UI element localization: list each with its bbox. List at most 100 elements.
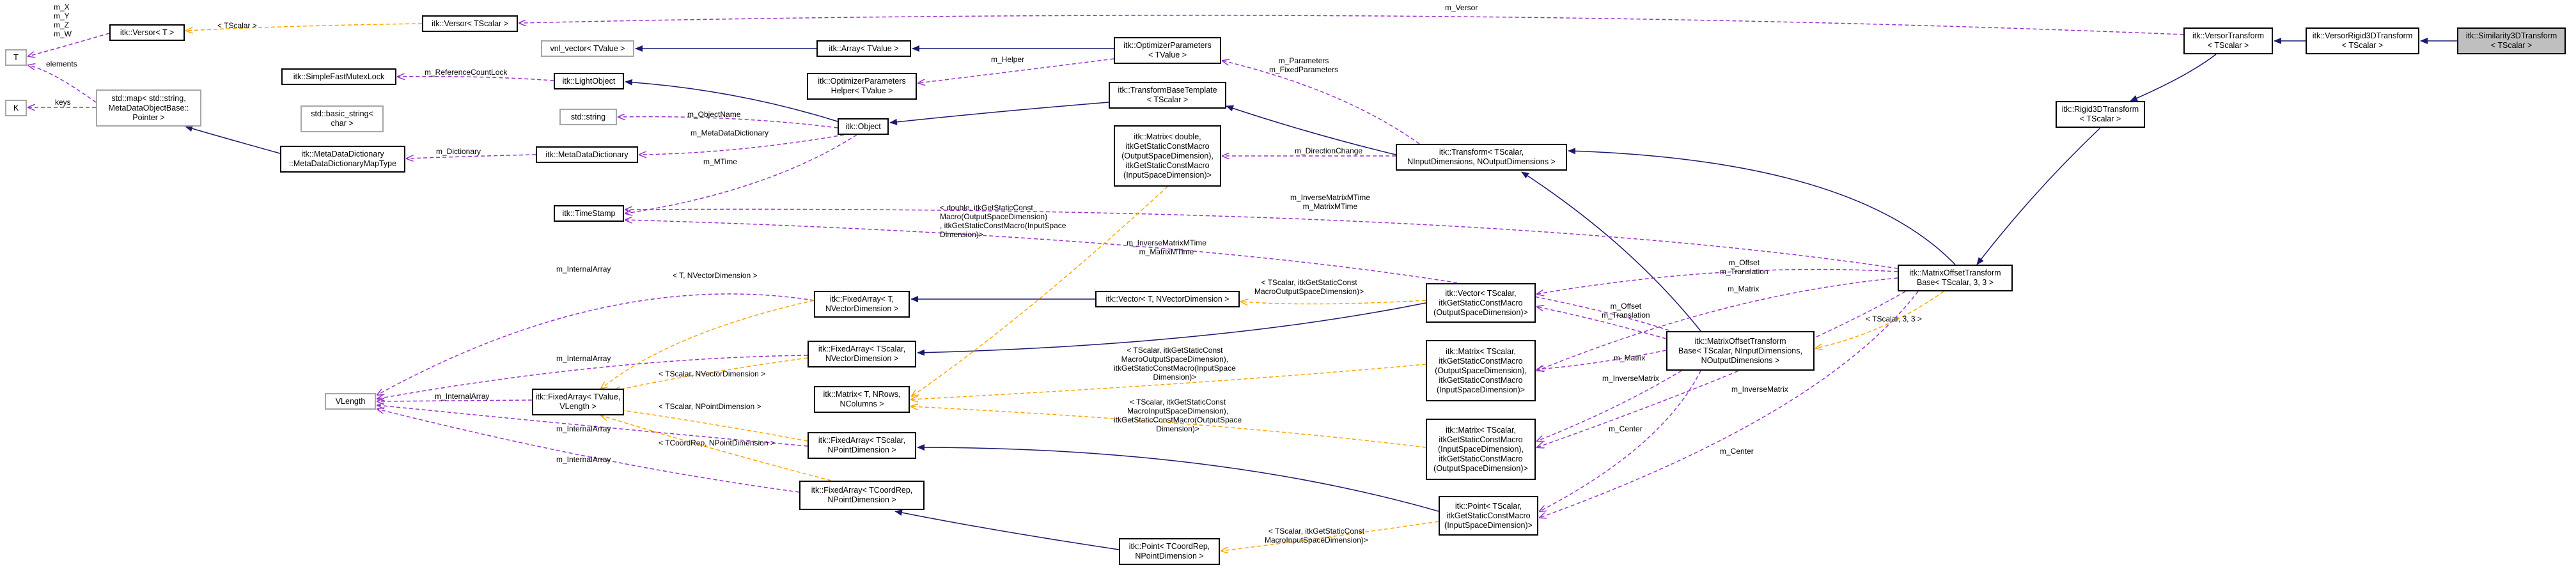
node-k[interactable]: K: [5, 100, 27, 116]
node-std-basic-string[interactable]: std::basic_string< char >: [301, 105, 384, 132]
node-versor-transform[interactable]: itk::VersorTransform < TScalar >: [2183, 27, 2273, 54]
node-label-line: (InputSpaceDimension)>: [1444, 520, 1533, 530]
node-versor-t[interactable]: itk::Versor< T >: [109, 24, 185, 41]
node-optimizer-parameters-helper[interactable]: itk::OptimizerParameters Helper< TValue …: [807, 73, 917, 100]
edge-tscalar-versor: [186, 23, 423, 31]
node-matrix-double[interactable]: itk::Matrix< double, itkGetStaticConstMa…: [1114, 125, 1221, 187]
node-label-line: NPointDimension >: [1135, 552, 1204, 560]
edge-label-line: m_InverseMatrix: [1602, 374, 1659, 383]
node-rigid3d-transform[interactable]: itk::Rigid3DTransform < TScalar >: [2056, 101, 2145, 128]
node-versor-rigid3d-transform[interactable]: itk::VersorRigid3DTransform < TScalar >: [2306, 27, 2419, 54]
node-fixed-array-tscalar-npoint[interactable]: itk::FixedArray< TScalar, NPointDimensio…: [808, 432, 916, 459]
node-label-line: itk::VersorTransform: [2192, 31, 2265, 40]
node-light-object[interactable]: itk::LightObject: [554, 73, 624, 89]
node-vnl-vector[interactable]: vnl_vector< TValue >: [541, 40, 634, 57]
edge-m-internal-array-1: [377, 293, 815, 395]
node-vector-t[interactable]: itk::Vector< T, NVectorDimension >: [1095, 291, 1240, 307]
edge-label-line: keys: [55, 98, 71, 107]
edge-label-line: m_W: [54, 29, 72, 38]
node-label-line: std::basic_string<: [311, 109, 373, 118]
edge-label-line: m_Matrix: [1728, 284, 1760, 293]
node-optimizer-parameters[interactable]: itk::OptimizerParameters < TValue >: [1114, 37, 1221, 64]
node-time-stamp[interactable]: itk::TimeStamp: [554, 205, 624, 222]
node-std-string[interactable]: std::string: [559, 109, 617, 125]
edge-tscalar-3-3: [1816, 291, 1944, 348]
edge-m-meta-data-dictionary: [639, 134, 845, 155]
node-fixed-array-tvalue[interactable]: itk::FixedArray< TValue, VLength >: [532, 389, 624, 415]
node-label-line: < TScalar >: [1146, 95, 1189, 104]
edge-label-keys: keys: [55, 98, 71, 107]
node-metadata-dictionary-map-type[interactable]: itk::MetaDataDictionary ::MetaDataDictio…: [280, 146, 405, 173]
edge-m-inverse-matrix-mtime-top: [625, 209, 1898, 269]
edge-label-line: < TCoordRep, NPointDimension >: [659, 438, 775, 447]
node-label-line: NVectorDimension >: [825, 354, 899, 363]
edge-vector-tscalar-from-fixed-array: [917, 302, 1426, 356]
node-vlength[interactable]: VLength: [325, 393, 376, 410]
node-label-line: VLength: [335, 396, 366, 406]
edge-label-line: < TScalar, itkGetStaticConst: [1261, 278, 1357, 287]
node-array-tvalue[interactable]: itk::Array< TValue >: [816, 40, 911, 57]
node-similarity3d-transform[interactable]: itk::Similarity3DTransform < TScalar >: [2457, 27, 2566, 54]
node-itk-transform[interactable]: itk::Transform< TScalar, NInputDimension…: [1396, 144, 1567, 171]
edge-tscalar-nvector: [614, 357, 808, 391]
node-itk-object[interactable]: itk::Object: [838, 118, 889, 135]
edge-tscalar-in-space: [1221, 521, 1439, 551]
node-versor-tscalar[interactable]: itk::Versor< TScalar >: [422, 15, 518, 32]
edge-label-m-xyzw: m_X m_Y m_Z m_W: [54, 3, 72, 38]
node-label-line: itk::FixedArray< TValue,: [535, 392, 621, 401]
node-point-tcoordrep[interactable]: itk::Point< TCoordRep, NPointDimension >: [1119, 538, 1220, 565]
node-label-line: itk::TimeStamp: [562, 208, 616, 218]
edge-label-m-inverse-matrix-1: m_InverseMatrix: [1602, 374, 1659, 383]
node-label-line: (OutputSpaceDimension),: [1435, 366, 1527, 375]
node-fixed-array-tcoordrep[interactable]: itk::FixedArray< TCoordRep, NPointDimens…: [799, 481, 925, 510]
node-matrix-t-nrows[interactable]: itk::Matrix< T, NRows, NColumns >: [814, 386, 910, 413]
node-metadata-dictionary[interactable]: itk::MetaDataDictionary: [536, 146, 638, 163]
node-label-line: itk::Object: [845, 121, 881, 131]
edge-t-nvector: [601, 300, 815, 389]
node-label-line: Pointer >: [132, 112, 165, 122]
node-label-line: itkGetStaticConstMacro: [1439, 298, 1523, 307]
edge-versor-transform-from-rigid3d: [2130, 54, 2217, 102]
node-label-line: Base< TScalar, 3, 3 >: [1917, 278, 1994, 287]
node-label-line: itk::MatrixOffsetTransform: [1909, 268, 2001, 277]
edge-label-line: m_Parameters: [1278, 56, 1329, 65]
edge-m-matrix-2: [1537, 350, 1667, 369]
node-matrix-offset-transform-base-generic[interactable]: itk::MatrixOffsetTransform Base< TScalar…: [1666, 331, 1815, 371]
node-matrix-tscalar-out-in[interactable]: itk::Matrix< TScalar, itkGetStaticConstM…: [1426, 340, 1536, 401]
node-label-line: (InputSpaceDimension),: [1437, 444, 1524, 454]
edge-label-line: m_InternalArray: [556, 424, 611, 433]
node-label-line: (OutputSpaceDimension)>: [1433, 463, 1528, 473]
node-label-line: (OutputSpaceDimension),: [1121, 151, 1214, 160]
edge-label-line: m_Z: [54, 20, 69, 29]
node-std-map[interactable]: std::map< std::string, MetaDataObjectBas…: [96, 89, 201, 127]
edge-rigid3d-from-mot-base: [1976, 127, 2101, 265]
edge-label-line: Dimension)>: [1153, 373, 1197, 382]
edge-label-line: m_Helper: [991, 55, 1025, 64]
node-label-line: Base< TScalar, NInputDimensions,: [1678, 346, 1802, 355]
edge-label-t-nvector: < T, NVectorDimension >: [673, 271, 758, 280]
edge-label-line: m_InverseMatrix: [1731, 385, 1788, 394]
node-label-line: itk::OptimizerParameters: [1123, 41, 1212, 50]
node-label-line: itk::Vector< TScalar,: [1445, 288, 1517, 298]
node-simple-fast-mutex-lock[interactable]: itk::SimpleFastMutexLock: [281, 68, 396, 85]
node-label-line: NInputDimensions, NOutputDimensions >: [1407, 157, 1556, 166]
node-matrix-tscalar-in-out[interactable]: itk::Matrix< TScalar, itkGetStaticConstM…: [1426, 419, 1536, 480]
node-label-line: itk::Similarity3DTransform: [2465, 31, 2557, 40]
node-point-tscalar[interactable]: itk::Point< TScalar, itkGetStaticConstMa…: [1439, 496, 1538, 536]
node-label-line: itkGetStaticConstMacro: [1446, 511, 1531, 520]
node-fixed-array-t[interactable]: itk::FixedArray< T, NVectorDimension >: [814, 291, 910, 318]
node-vector-tscalar[interactable]: itk::Vector< TScalar, itkGetStaticConstM…: [1426, 283, 1536, 323]
node-fixed-array-tscalar-nvector[interactable]: itk::FixedArray< TScalar, NVectorDimensi…: [808, 341, 916, 367]
node-label-line: K: [13, 103, 19, 112]
node-label-line: < TScalar >: [2490, 41, 2533, 50]
node-transform-base-template[interactable]: itk::TransformBaseTemplate < TScalar >: [1109, 82, 1226, 109]
node-label-line: itk::Matrix< T, NRows,: [823, 390, 901, 399]
edge-double-macro: [912, 186, 1168, 396]
edge-mdd-map-from-std-map: [185, 125, 281, 154]
node-label-line: itk::LightObject: [562, 76, 616, 86]
node-matrix-offset-transform-base-33[interactable]: itk::MatrixOffsetTransform Base< TScalar…: [1898, 265, 2013, 291]
edge-label-line: Dimension)>: [1156, 424, 1199, 433]
edge-label-line: m_Dictionary: [436, 147, 481, 156]
node-t[interactable]: T: [5, 49, 27, 66]
edge-m-internal-array-3: [377, 400, 533, 401]
